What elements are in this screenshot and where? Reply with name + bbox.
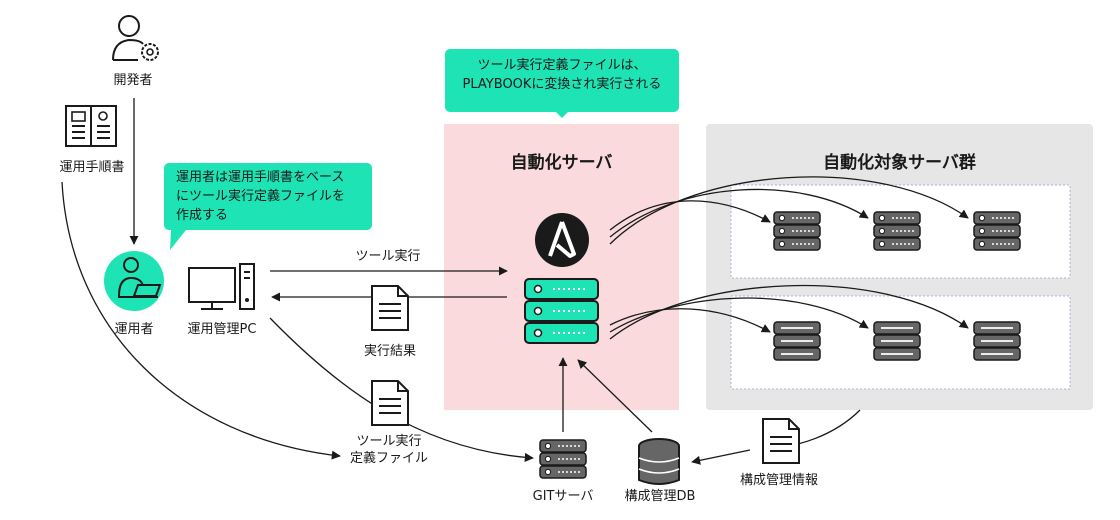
config-to-db-arrow <box>691 449 751 465</box>
operator-callout: 運用者は運用手順書をベース にツール実行定義ファイルを 作成する <box>164 163 372 230</box>
tooldef-label: ツール実行 定義ファイル <box>344 433 434 467</box>
manual-to-tooldef-arrow <box>61 181 341 460</box>
developer-label: 開発者 <box>113 73 153 88</box>
config-db-label: 構成管理DB <box>624 489 696 504</box>
operator-laptop-icon <box>104 251 164 311</box>
book-icon <box>65 105 117 147</box>
operator-callout-line: 作成する <box>176 208 229 223</box>
git-server-label: GITサーバ <box>532 489 594 504</box>
git-server-icon <box>539 439 587 479</box>
target-server-icon <box>873 321 921 361</box>
exec-result-document-icon <box>371 285 409 331</box>
deploy-arrow-2a <box>609 308 771 333</box>
tooldef-label-line: ツール実行 <box>356 434 422 449</box>
ansible-logo-icon <box>535 213 589 267</box>
operator-callout-line: にツール実行定義ファイルを <box>176 189 346 204</box>
config-info-document-icon <box>762 418 800 464</box>
target-server-icon <box>873 211 921 251</box>
tool-exec-label: ツール実行 <box>355 249 421 264</box>
config-info-label: 構成管理情報 <box>739 473 818 488</box>
manual-label: 運用手順書 <box>59 160 125 175</box>
operator-callout-line: 運用者は運用手順書をベース <box>176 170 345 185</box>
deploy-arrow-1b <box>609 188 869 238</box>
automation-server-icon <box>524 278 599 344</box>
deploy-arrow-1c <box>609 176 969 245</box>
playbook-callout-line: ツール実行定義ファイルは、 <box>477 58 647 73</box>
exec-result-label: 実行結果 <box>363 344 416 359</box>
playbook-callout-line: PLAYBOOKに変換され実行される <box>462 77 662 92</box>
database-icon <box>638 438 680 485</box>
person-gear-icon <box>112 15 159 61</box>
target-server-icon <box>773 211 821 251</box>
deploy-arrow-1a <box>609 200 771 231</box>
operator-label: 運用者 <box>114 322 154 337</box>
operator-callout-tail <box>170 230 186 250</box>
desktop-pc-icon <box>188 263 255 310</box>
playbook-callout: ツール実行定義ファイルは、 PLAYBOOKに変換され実行される <box>445 49 679 112</box>
deploy-arrow-2b <box>609 297 869 333</box>
operator-pc-label: 運用管理PC <box>187 322 257 337</box>
deploy-arrow-2c <box>609 284 969 340</box>
target-server-icon <box>973 211 1021 251</box>
automation-server-title: 自動化サーバ <box>510 153 613 173</box>
db-to-server-arrow <box>577 359 653 433</box>
target-servers-title: 自動化対象サーバ群 <box>823 153 976 173</box>
target-server-icon <box>773 321 821 361</box>
target-server-icon <box>973 321 1021 361</box>
tooldef-label-line: 定義ファイル <box>349 451 428 466</box>
tooldef-document-icon <box>371 380 409 426</box>
